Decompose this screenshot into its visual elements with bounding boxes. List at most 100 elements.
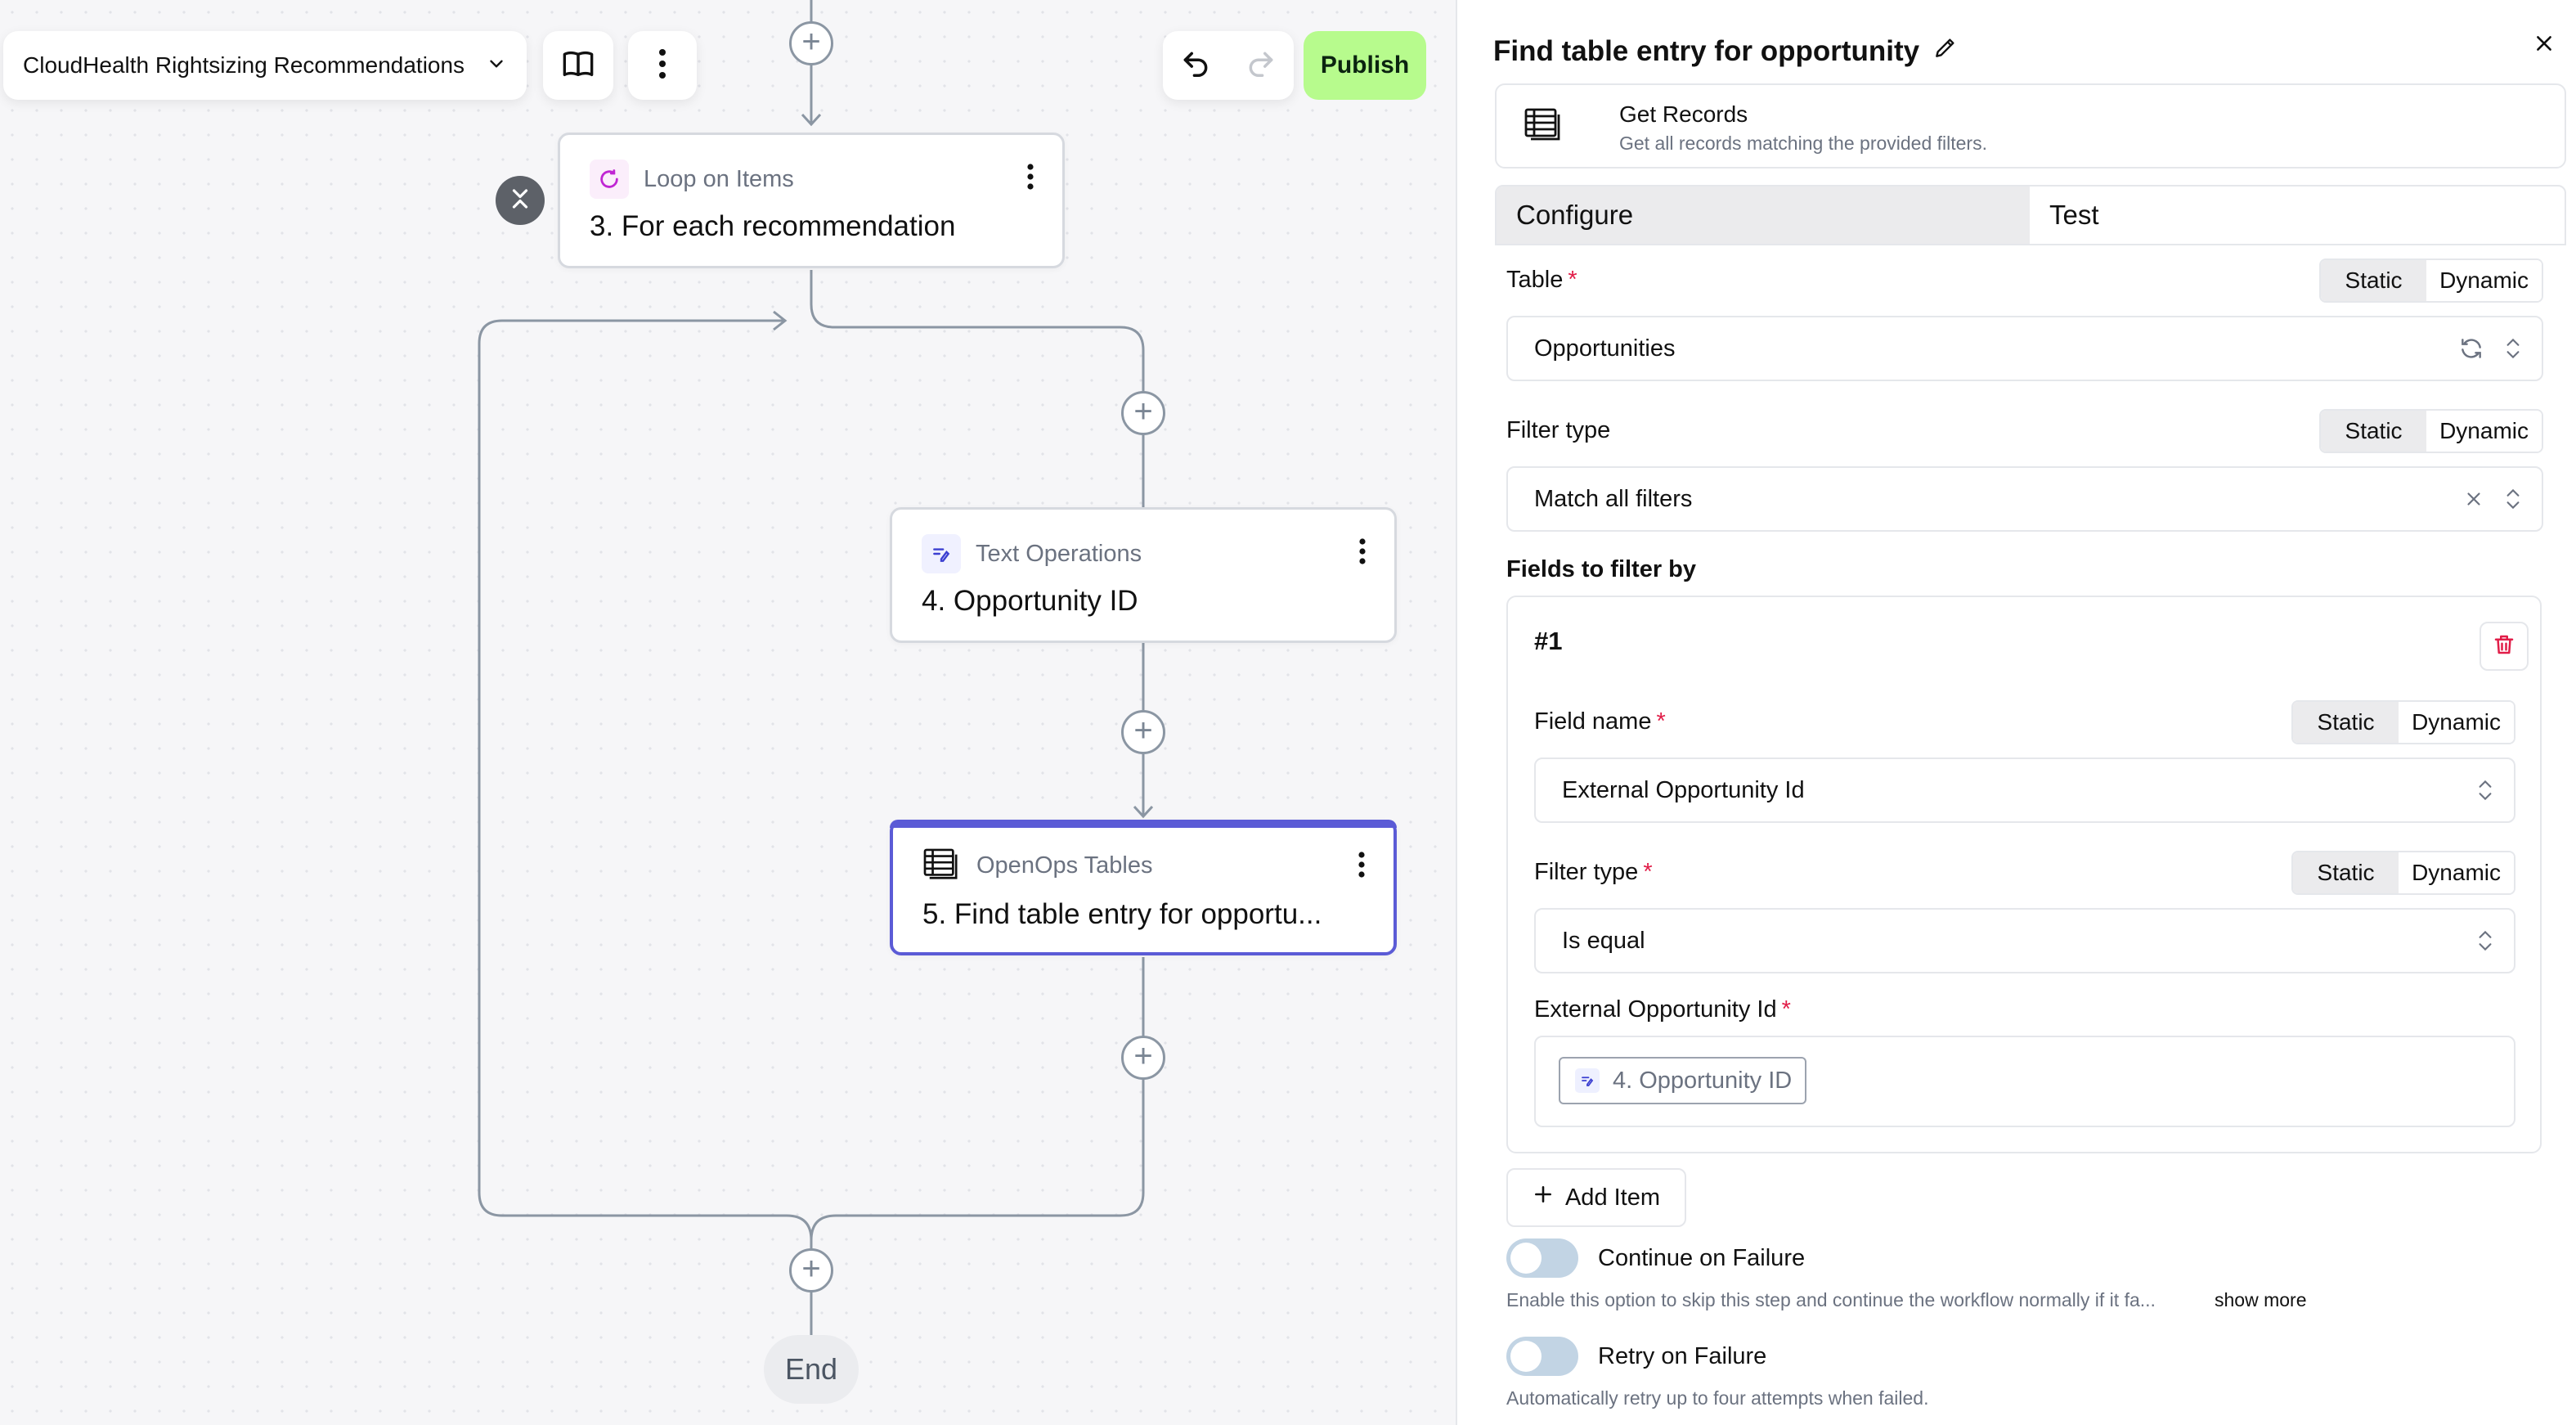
field-name-value: External Opportunity Id [1562,776,1805,803]
undo-redo-group [1163,31,1294,100]
close-icon [2533,36,2555,57]
required-marker: * [1781,996,1791,1023]
action-card[interactable]: Get Records Get all records matching the… [1495,83,2566,169]
item-filter-type-label: Filter type* [1534,859,1653,886]
table-label: Table* [1506,267,1577,294]
action-description: Get all records matching the provided fi… [1619,133,1987,154]
mode-dynamic[interactable]: Dynamic [2426,411,2542,452]
collapse-icon [508,187,532,215]
table-icon [1524,108,1564,148]
field-name-mode-toggle[interactable]: Static Dynamic [2291,700,2515,744]
workflow-canvas[interactable]: + + + + + CloudHealth Rightsizing Recomm… [0,0,1456,1425]
value-field-label-text: External Opportunity Id [1534,996,1777,1023]
variable-chip[interactable]: 4. Opportunity ID [1559,1057,1807,1104]
table-icon [922,846,962,885]
end-marker: End [764,1335,859,1404]
workflow-name: CloudHealth Rightsizing Recommendations [23,52,465,78]
add-item-button[interactable]: Add Item [1506,1168,1686,1227]
required-marker: * [1643,859,1653,885]
table-label-text: Table [1506,267,1564,293]
field-name-label: Field name* [1534,708,1666,735]
filter-item-index: #1 [1534,627,1563,655]
filter-type-select[interactable]: Match all filters [1506,466,2543,532]
publish-button[interactable]: Publish [1304,31,1426,100]
add-step-button-after-find[interactable]: + [1121,1036,1165,1080]
item-filter-type-value: Is equal [1562,927,1645,954]
action-name: Get Records [1619,101,1748,127]
field-name-select[interactable]: External Opportunity Id [1534,757,2515,823]
vertical-dots-icon [657,47,667,84]
item-filter-type-mode-toggle[interactable]: Static Dynamic [2291,851,2515,895]
loop-icon [590,160,629,199]
workflow-name-dropdown[interactable]: CloudHealth Rightsizing Recommendations [3,31,527,100]
chevron-up-down-icon [2502,335,2524,368]
required-marker: * [1568,267,1577,293]
close-panel-button[interactable] [2533,33,2555,58]
step-title: 4. Opportunity ID [922,585,1138,617]
step-menu-button[interactable] [1358,851,1366,883]
step-menu-button[interactable] [1358,537,1367,569]
panel-title: Find table entry for opportunity [1493,34,1959,68]
add-step-button-loop-start[interactable]: + [1121,391,1165,435]
value-field-label: External Opportunity Id* [1534,996,1791,1023]
add-step-button-top[interactable]: + [789,21,833,65]
step-title: 3. For each recommendation [590,210,956,242]
filter-type-value: Match all filters [1534,485,1693,512]
step-type: Loop on Items [644,165,794,192]
tab-test[interactable]: Test [2049,200,2099,230]
mode-static[interactable]: Static [2321,260,2427,301]
docs-button[interactable] [543,31,613,100]
undo-icon[interactable] [1180,48,1211,83]
fields-to-filter-label: Fields to filter by [1506,556,1697,582]
filter-type-mode-toggle[interactable]: Static Dynamic [2319,409,2543,453]
mode-dynamic[interactable]: Dynamic [2399,702,2514,743]
continue-on-failure-label: Continue on Failure [1598,1245,1806,1271]
step-title: 5. Find table entry for opportu... [922,898,1322,930]
mode-dynamic[interactable]: Dynamic [2426,260,2542,301]
chevron-up-down-icon [2502,486,2524,519]
step-node-text-operations[interactable]: Text Operations 4. Opportunity ID [890,507,1397,643]
item-filter-type-select[interactable]: Is equal [1534,908,2515,973]
table-select[interactable]: Opportunities [1506,316,2543,381]
pencil-icon[interactable] [1932,34,1959,68]
retry-on-failure-label: Retry on Failure [1598,1343,1767,1369]
table-value: Opportunities [1534,335,1676,362]
more-options-button[interactable] [628,31,697,100]
mode-static[interactable]: Static [2321,411,2427,452]
panel-tabs: Configure Test [1495,185,2566,245]
book-open-icon [562,47,595,84]
continue-on-failure-toggle[interactable] [1506,1238,1578,1278]
field-name-label-text: Field name [1534,708,1652,735]
mode-dynamic[interactable]: Dynamic [2399,852,2514,893]
redo-icon[interactable] [1245,48,1277,83]
retry-on-failure-description: Automatically retry up to four attempts … [1506,1387,1929,1409]
trash-icon [2492,632,2516,661]
clear-icon[interactable] [2463,486,2484,519]
mode-static[interactable]: Static [2293,702,2399,743]
add-step-button-after-loop[interactable]: + [789,1248,833,1292]
chevron-down-icon [486,53,507,79]
delete-filter-button[interactable] [2480,622,2529,671]
step-type: Text Operations [976,540,1142,567]
step-node-find-table-entry[interactable]: OpenOps Tables 5. Find table entry for o… [890,820,1397,955]
add-item-label: Add Item [1564,1184,1661,1211]
plus-icon [1533,1184,1554,1211]
chevron-up-down-icon [2475,777,2496,810]
tab-configure[interactable]: Configure [1497,187,2030,244]
step-type: OpenOps Tables [976,852,1153,879]
step-node-loop[interactable]: Loop on Items 3. For each recommendation [558,133,1065,268]
step-menu-button[interactable] [1026,163,1034,195]
step-name: Find table entry for opportunity [1493,34,1920,67]
collapse-loop-button[interactable] [496,176,545,225]
text-operations-icon [1575,1068,1600,1093]
retry-on-failure-toggle[interactable] [1506,1337,1578,1376]
continue-on-failure-description: Enable this option to skip this step and… [1506,1289,2156,1310]
required-marker: * [1656,708,1666,735]
show-more-link[interactable]: show more [2215,1289,2307,1310]
add-step-button-after-text-op[interactable]: + [1121,710,1165,754]
item-filter-type-label-text: Filter type [1534,859,1639,885]
refresh-icon[interactable] [2458,335,2484,368]
mode-static[interactable]: Static [2293,852,2399,893]
table-mode-toggle[interactable]: Static Dynamic [2319,258,2543,303]
chevron-up-down-icon [2475,928,2496,960]
